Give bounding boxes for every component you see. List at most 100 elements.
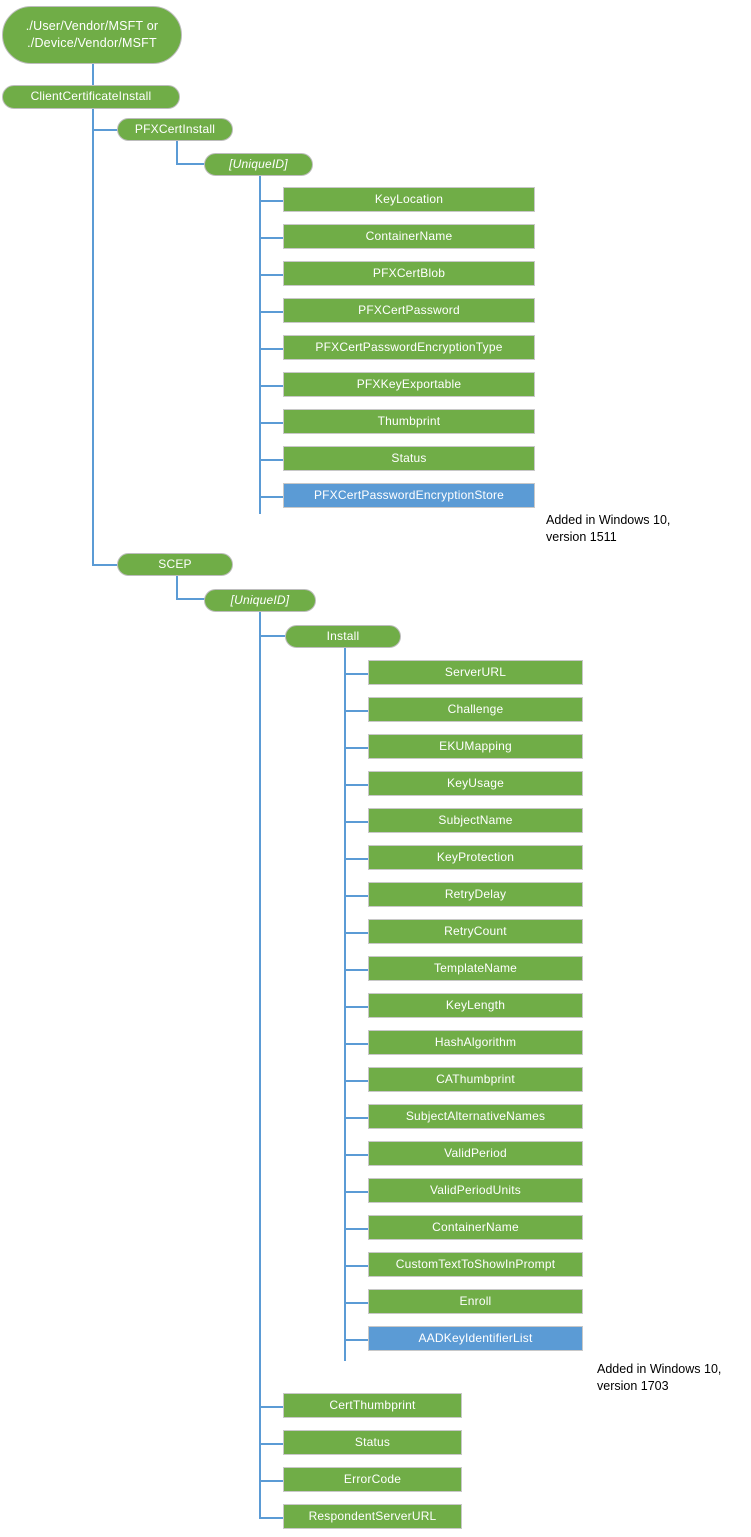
- node-thumbprint[interactable]: Thumbprint: [283, 409, 535, 434]
- node-label: ValidPeriodUnits: [429, 1182, 522, 1197]
- node-clientcertificateinstall-label: ClientCertificateInstall: [30, 89, 152, 104]
- connector-branch: [344, 747, 368, 749]
- node-label: ServerURL: [444, 664, 507, 679]
- connector-branch: [344, 1265, 368, 1267]
- node-validperiod[interactable]: ValidPeriod: [368, 1141, 583, 1166]
- node-subjectname[interactable]: SubjectName: [368, 808, 583, 833]
- node-certthumbprint[interactable]: CertThumbprint: [283, 1393, 462, 1418]
- node-label: Enroll: [459, 1293, 492, 1308]
- connector-scep-to-uniqueid: [176, 576, 178, 599]
- node-label: Challenge: [447, 701, 504, 716]
- connector-branch: [259, 274, 283, 276]
- node-label: SubjectAlternativeNames: [405, 1108, 546, 1123]
- node-clientcertificateinstall[interactable]: ClientCertificateInstall: [2, 85, 180, 109]
- node-retrycount[interactable]: RetryCount: [368, 919, 583, 944]
- node-label: RespondentServerURL: [308, 1508, 437, 1523]
- connector-branch: [344, 1154, 368, 1156]
- connector-branch: [344, 821, 368, 823]
- node-label: ContainerName: [365, 228, 453, 243]
- node-respondentserverurl[interactable]: RespondentServerURL: [283, 1504, 462, 1529]
- node-pfxcertinstall-label: PFXCertInstall: [134, 121, 216, 136]
- node-subjectalternativenames[interactable]: SubjectAlternativeNames: [368, 1104, 583, 1129]
- node-pfx-uniqueid[interactable]: [UniqueID]: [204, 153, 313, 176]
- connector-branch: [344, 673, 368, 675]
- connector-branch: [344, 1191, 368, 1193]
- node-scep-label: SCEP: [158, 556, 192, 571]
- node-pfxcertpassword[interactable]: PFXCertPassword: [283, 298, 535, 323]
- node-customtexttoshowinprompt[interactable]: CustomTextToShowInPrompt: [368, 1252, 583, 1277]
- node-ekumapping[interactable]: EKUMapping: [368, 734, 583, 759]
- node-pfx-uniqueid-label: [UniqueID]: [229, 156, 288, 171]
- node-aadkeyidentifierlist[interactable]: AADKeyIdentifierList: [368, 1326, 583, 1351]
- node-label: EKUMapping: [439, 738, 512, 753]
- node-label: KeyProtection: [436, 849, 515, 864]
- connector-branch: [344, 969, 368, 971]
- node-label: CAThumbprint: [436, 1071, 515, 1086]
- connector-pfx-uniqueid-spine: [259, 176, 261, 514]
- connector-pfx-uniqueid-elbow: [176, 163, 206, 165]
- node-keylength[interactable]: KeyLength: [368, 993, 583, 1018]
- node-validperiodunits[interactable]: ValidPeriodUnits: [368, 1178, 583, 1203]
- connector-branch: [259, 348, 283, 350]
- connector-branch: [344, 858, 368, 860]
- node-label: PFXCertBlob: [372, 265, 446, 280]
- node-enroll[interactable]: Enroll: [368, 1289, 583, 1314]
- annotation-pfx-added-in-text: Added in Windows 10, version 1511: [546, 512, 671, 544]
- node-hashalgorithm[interactable]: HashAlgorithm: [368, 1030, 583, 1055]
- node-label: Status: [391, 450, 427, 465]
- node-templatename[interactable]: TemplateName: [368, 956, 583, 981]
- connector-branch: [344, 1080, 368, 1082]
- node-label: PFXCertPassword: [358, 302, 460, 317]
- node-label: HashAlgorithm: [434, 1034, 517, 1049]
- node-root-label: ./User/Vendor/MSFT or ./Device/Vendor/MS…: [25, 19, 159, 50]
- annotation-pfx-added-in: Added in Windows 10, version 1511: [546, 495, 746, 546]
- node-pfxkeyexportable[interactable]: PFXKeyExportable: [283, 372, 535, 397]
- node-label: ContainerName: [432, 1219, 519, 1234]
- connector-scep-uniqueid-elbow: [176, 598, 206, 600]
- node-status[interactable]: Status: [283, 1430, 462, 1455]
- connector-branch: [344, 1339, 368, 1341]
- annotation-install-added-in: Added in Windows 10, version 1703: [597, 1344, 751, 1395]
- node-pfxcertpasswordencryptiontype[interactable]: PFXCertPasswordEncryptionType: [283, 335, 535, 360]
- connector-branch: [259, 1443, 283, 1445]
- node-root[interactable]: ./User/Vendor/MSFT or ./Device/Vendor/MS…: [2, 6, 182, 64]
- connector-branch: [344, 1228, 368, 1230]
- node-containername[interactable]: ContainerName: [283, 224, 535, 249]
- connector-branch: [259, 237, 283, 239]
- node-pfxcertblob[interactable]: PFXCertBlob: [283, 261, 535, 286]
- node-challenge[interactable]: Challenge: [368, 697, 583, 722]
- node-serverurl[interactable]: ServerURL: [368, 660, 583, 685]
- connector-branch: [259, 311, 283, 313]
- node-scep-uniqueid[interactable]: [UniqueID]: [204, 589, 316, 612]
- connector-root-to-level1: [92, 64, 94, 85]
- node-label: KeyUsage: [447, 775, 504, 790]
- node-scep[interactable]: SCEP: [117, 553, 233, 576]
- connector-branch: [344, 1117, 368, 1119]
- node-cathumbprint[interactable]: CAThumbprint: [368, 1067, 583, 1092]
- node-install[interactable]: Install: [285, 625, 401, 648]
- node-pfxcertpasswordencryptionstore[interactable]: PFXCertPasswordEncryptionStore: [283, 483, 535, 508]
- node-label: PFXCertPasswordEncryptionType: [315, 339, 503, 354]
- node-pfxcertinstall[interactable]: PFXCertInstall: [117, 118, 233, 141]
- node-install-label: Install: [326, 628, 360, 643]
- node-keyprotection[interactable]: KeyProtection: [368, 845, 583, 870]
- node-retrydelay[interactable]: RetryDelay: [368, 882, 583, 907]
- node-label: PFXKeyExportable: [356, 376, 462, 391]
- connector-scep-to-install: [259, 635, 287, 637]
- connector-branch: [344, 1043, 368, 1045]
- connector-branch: [259, 496, 283, 498]
- node-status[interactable]: Status: [283, 446, 535, 471]
- node-containername[interactable]: ContainerName: [368, 1215, 583, 1240]
- connector-branch: [344, 895, 368, 897]
- node-keylocation[interactable]: KeyLocation: [283, 187, 535, 212]
- connector-branch: [259, 1480, 283, 1482]
- node-label: CustomTextToShowInPrompt: [395, 1256, 556, 1271]
- connector-branch: [344, 710, 368, 712]
- node-keyusage[interactable]: KeyUsage: [368, 771, 583, 796]
- connector-branch: [259, 459, 283, 461]
- node-label: Status: [354, 1434, 391, 1449]
- connector-branch: [259, 1517, 283, 1519]
- connector-branch: [259, 1406, 283, 1408]
- node-errorcode[interactable]: ErrorCode: [283, 1467, 462, 1492]
